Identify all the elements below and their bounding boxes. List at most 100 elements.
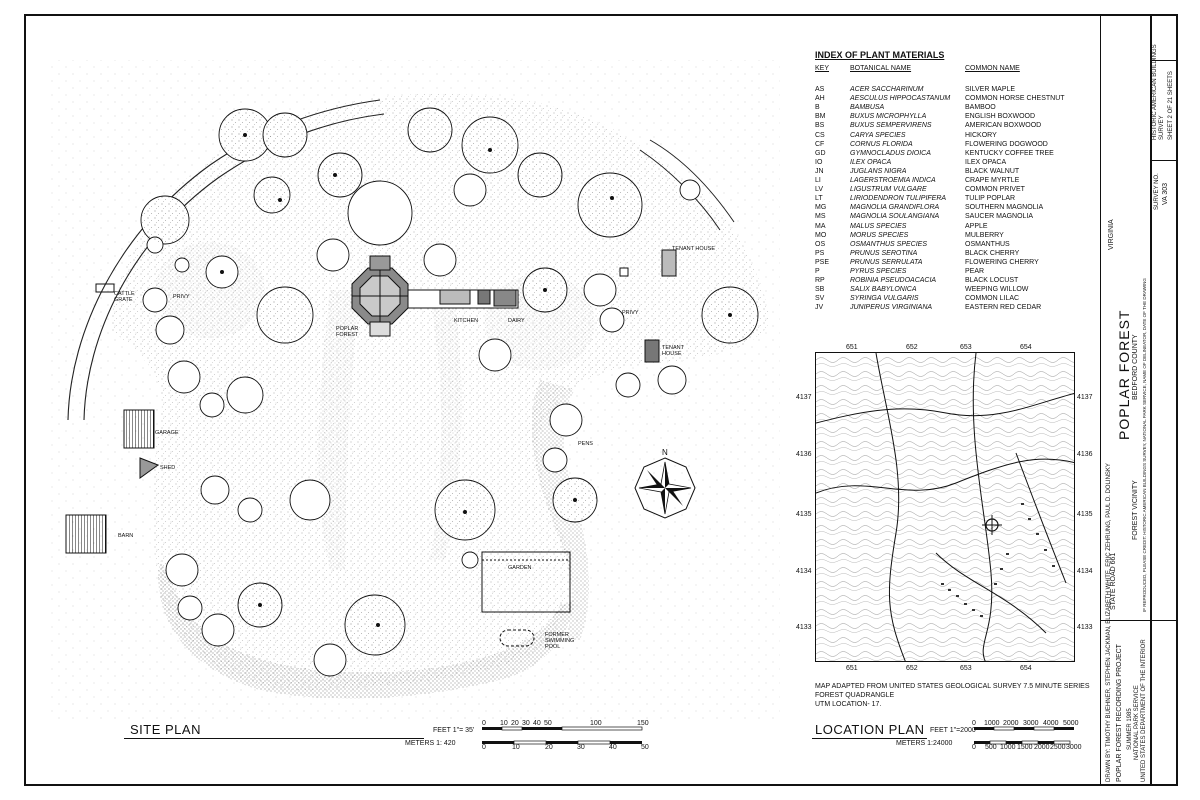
plant-key: BS	[815, 122, 825, 130]
location-meter-tick: 1500	[1017, 744, 1033, 751]
map-side-tick: 4135	[796, 511, 812, 518]
map-side-tick: 4137	[1077, 394, 1093, 401]
plant-botanical-name: CORNUS FLORIDA	[850, 140, 913, 148]
north-label: N	[662, 448, 668, 457]
map-top-tick: 653	[960, 344, 972, 351]
plant-common-name: AMERICAN BOXWOOD	[965, 122, 1042, 130]
map-bottom-tick: 652	[906, 665, 918, 672]
site-meter-tick: 20	[545, 744, 553, 751]
plant-common-name: FLOWERING CHERRY	[965, 258, 1039, 266]
plant-botanical-name: PRUNUS SERRULATA	[850, 258, 923, 266]
project-text: POPLAR FOREST RECORDING PROJECT	[1116, 644, 1123, 782]
title-block-rule	[1150, 60, 1178, 61]
plant-key: MS	[815, 213, 826, 221]
map-side-tick: 4136	[1077, 451, 1093, 458]
plant-key: MA	[815, 222, 826, 230]
plant-botanical-name: BAMBUSA	[850, 104, 885, 112]
site-feet-tick: 50	[544, 720, 552, 727]
location-plan-title: LOCATION PLAN	[815, 722, 925, 737]
map-side-tick: 4134	[796, 568, 812, 575]
map-side-tick: 4133	[796, 624, 812, 631]
location-meter-tick: 2000	[1034, 744, 1050, 751]
key-header: KEY	[815, 65, 830, 72]
plant-common-name: OSMANTHUS	[965, 240, 1010, 248]
plant-botanical-name: GYMNOCLADUS DIOICA	[850, 149, 931, 157]
location-feet-tick: 2000	[1003, 720, 1019, 727]
plant-botanical-name: LAGERSTROEMIA INDICA	[850, 177, 936, 184]
site-feet-tick: 10	[500, 720, 508, 727]
plant-key: JN	[815, 167, 824, 175]
plant-index-title: INDEX OF PLANT MATERIALS	[815, 50, 945, 60]
plant-key: B	[815, 104, 820, 112]
garage-label: GARAGE	[155, 430, 179, 436]
map-side-tick: 4137	[796, 394, 812, 401]
plant-key: SV	[815, 295, 825, 303]
plant-common-name: TULIP POPLAR	[965, 195, 1016, 203]
site-meter-tick: 50	[641, 744, 649, 751]
pens-label: PENS	[578, 441, 593, 447]
site-meter-scale-label: METERS 1: 420	[405, 740, 456, 747]
map-side-tick: 4133	[1077, 624, 1093, 631]
vicinity-text: FOREST VICINITY	[1132, 480, 1139, 540]
plant-botanical-name: BUXUS SEMPERVIRENS	[850, 122, 932, 130]
title-block-rule	[1100, 620, 1178, 621]
map-note-line1: MAP ADAPTED FROM UNITED STATES GEOLOGICA…	[815, 683, 1090, 690]
title-block-rule	[1150, 160, 1178, 161]
location-meter-tick: 1000	[1000, 744, 1016, 751]
site-meter-tick: 30	[577, 744, 585, 751]
site-feet-tick: 100	[590, 720, 602, 727]
plant-common-name: HICKORY	[965, 131, 997, 139]
site-feet-tick: 30	[522, 720, 530, 727]
plant-key: LV	[815, 186, 824, 194]
plant-key: CS	[815, 131, 825, 139]
plant-index: INDEX OF PLANT MATERIALS KEY BOTANICAL N…	[815, 50, 1095, 312]
privy-right-label: PRIVY	[622, 310, 639, 316]
plant-botanical-name: JUNIPERUS VIRGINIANA	[850, 304, 933, 312]
north-arrow	[634, 457, 696, 519]
plant-common-name: COMMON LILAC	[965, 295, 1020, 303]
plant-key: OS	[815, 240, 826, 248]
plant-botanical-name: ACER SACCHARINUM	[850, 86, 924, 93]
plant-botanical-name: MALUS SPECIES	[850, 222, 907, 230]
plant-botanical-name: PYRUS SPECIES	[850, 268, 907, 275]
plant-botanical-name: ILEX OPACA	[850, 158, 892, 166]
plant-common-name: EASTERN RED CEDAR	[965, 304, 1042, 312]
location-meter-scale-label: METERS 1:24000	[896, 740, 953, 747]
plant-common-name: FLOWERING DOGWOOD	[965, 140, 1048, 148]
plant-botanical-name: LIGUSTRUM VULGARE	[850, 186, 927, 194]
plant-common-name: MULBERRY	[965, 231, 1004, 239]
title-block-divider	[1100, 14, 1101, 786]
site-feet-tick: 20	[511, 720, 519, 727]
plant-common-name: CRAPE MYRTLE	[965, 177, 1020, 184]
reproduction-note: IF REPRODUCED, PLEASE CREDIT: HISTORIC A…	[1142, 278, 1147, 612]
map-side-tick: 4136	[796, 451, 812, 458]
plant-common-name: BLACK CHERRY	[965, 249, 1020, 257]
plant-key: GD	[815, 149, 826, 157]
map-top-tick: 651	[846, 344, 858, 351]
site-feet-tick: 0	[482, 720, 486, 727]
site-plan-title: SITE PLAN	[130, 722, 201, 737]
survey-no: VA 303	[1162, 182, 1169, 205]
site-scale-bars	[482, 726, 643, 745]
site-name: POPLAR FOREST	[1116, 309, 1132, 440]
kitchen-label: KITCHEN	[454, 318, 479, 324]
county-text: BEDFORD COUNTY	[1132, 334, 1139, 400]
location-feet-tick: 0	[972, 720, 976, 727]
plant-key: AS	[815, 86, 825, 93]
nps-text: NATIONAL PARK SERVICE	[1134, 685, 1140, 760]
location-meter-tick: 500	[985, 744, 997, 751]
barn-label: BARN	[118, 533, 134, 539]
plant-common-name: ILEX OPACA	[965, 158, 1007, 166]
location-feet-scale-label: FEET 1"=2000'	[930, 727, 978, 734]
